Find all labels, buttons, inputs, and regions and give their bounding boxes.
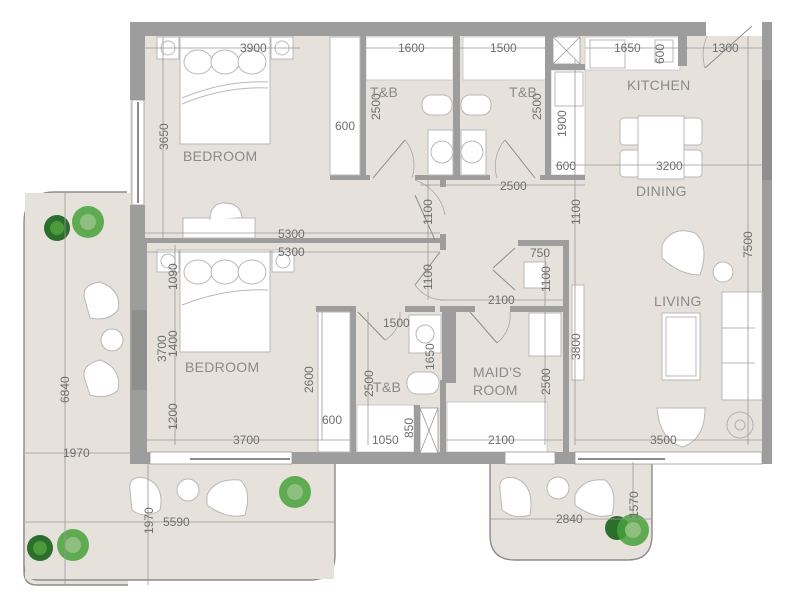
terrace-chairs — [83, 281, 615, 518]
dim-bed2-depth-a: 3700 — [155, 335, 169, 362]
room-label-tb-2: T&B — [509, 84, 537, 100]
dim-corridor-lower: 2100 — [488, 293, 515, 307]
dim-store-depth: 1100 — [539, 266, 553, 292]
dim-entry-width: 1300 — [712, 41, 739, 55]
dimension-labels: 3900 3650 600 1600 2500 1500 2500 1650 6… — [58, 41, 755, 534]
bed-1 — [156, 36, 294, 145]
dim-terrace-left-length: 6840 — [58, 376, 72, 403]
dim-tb3-shower-depth: 850 — [402, 418, 416, 438]
dim-corridor-left-door: 1100 — [421, 199, 435, 225]
dim-terrace-right-width: 1570 — [627, 491, 641, 518]
dim-hall-length-bottom: 5300 — [278, 245, 305, 259]
wardrobe-2 — [317, 311, 351, 453]
plant-icon — [726, 411, 754, 439]
room-label-living: LIVING — [654, 293, 702, 309]
plant-icon — [44, 206, 104, 241]
dim-bed1-wardrobe: 600 — [335, 119, 355, 133]
doors — [357, 25, 753, 344]
dim-corridor-lower-door: 1100 — [421, 264, 435, 290]
dim-bed2-wardrobe-length: 2600 — [302, 366, 316, 393]
dim-bed2-headboard: 1090 — [166, 263, 180, 290]
dim-living-tv-wall: 3800 — [569, 333, 583, 360]
dim-terrace-right-length: 2840 — [556, 512, 583, 526]
tb-fixtures — [406, 94, 492, 395]
dim-living-width: 3500 — [650, 433, 677, 447]
walls — [130, 22, 772, 464]
dim-corridor-top: 2500 — [500, 179, 527, 193]
dim-store-width: 750 — [530, 246, 550, 260]
room-label-kitchen: KITCHEN — [627, 77, 691, 93]
dim-tb3-depth: 2500 — [362, 370, 376, 397]
living-furniture — [571, 230, 763, 448]
dining-table — [619, 115, 703, 180]
tb2-shower — [462, 36, 547, 81]
dim-bed2-width: 3700 — [233, 433, 260, 447]
dim-bed1-depth: 3650 — [157, 123, 171, 150]
terrace-left-floor — [25, 193, 135, 455]
room-label-bedroom-2: BEDROOM — [185, 359, 259, 375]
dim-tb2-width: 1500 — [490, 41, 517, 55]
dim-kitchen-counter-depth: 600 — [653, 44, 667, 64]
dim-dining-width: 3200 — [656, 159, 683, 173]
dim-kitchen-counter-length: 1900 — [555, 110, 569, 137]
dim-tb3-shower-width: 1050 — [372, 433, 399, 447]
dim-kitchen-side-counter: 600 — [556, 159, 576, 173]
maids-bath-fixture — [446, 401, 548, 453]
room-label-bedroom-1: BEDROOM — [183, 148, 257, 164]
dim-kitchen-width: 1650 — [614, 41, 641, 55]
dim-corridor-right: 1100 — [569, 199, 583, 225]
tb3-shower — [356, 404, 415, 453]
dim-bed2-lower: 1200 — [166, 403, 180, 430]
dim-tb2-depth: 2500 — [530, 93, 544, 120]
windows — [131, 99, 763, 465]
dim-bed2-depth-b: 1400 — [166, 330, 180, 357]
room-label-maids-line2: ROOM — [473, 382, 518, 398]
room-label-tb-1: T&B — [370, 84, 398, 100]
dim-terrace-bottom-length: 5590 — [163, 515, 190, 529]
dim-maids-depth: 2500 — [539, 368, 553, 395]
room-labels: BEDROOM T&B T&B KITCHEN DINING LIVING BE… — [183, 77, 702, 398]
dim-tb1-width: 1600 — [398, 41, 425, 55]
dimension-lines — [25, 36, 762, 585]
plant-icon — [605, 514, 649, 546]
dim-tb1-depth: 2500 — [369, 93, 383, 120]
dim-terrace-bottom-width: 1970 — [142, 507, 156, 534]
room-label-dining: DINING — [636, 183, 687, 199]
plant-icon — [279, 476, 311, 508]
dim-tb3-width: 1500 — [383, 316, 410, 330]
kitchen-fittings — [554, 39, 674, 107]
dim-living-depth: 7500 — [741, 231, 755, 258]
wardrobe-1 — [329, 36, 361, 176]
dim-maids-width: 2100 — [488, 433, 515, 447]
dim-bed1-width: 3900 — [240, 41, 267, 55]
dim-bed2-wardrobe: 600 — [322, 413, 342, 427]
dim-hall-length-top: 5300 — [278, 227, 305, 241]
bed-2 — [156, 249, 295, 353]
dim-tb3-vanity: 1650 — [423, 343, 437, 370]
room-label-tb-3: T&B — [373, 379, 401, 395]
room-label-maids-line1: MAID'S — [473, 364, 522, 380]
dim-terrace-left-width: 1970 — [63, 446, 90, 460]
